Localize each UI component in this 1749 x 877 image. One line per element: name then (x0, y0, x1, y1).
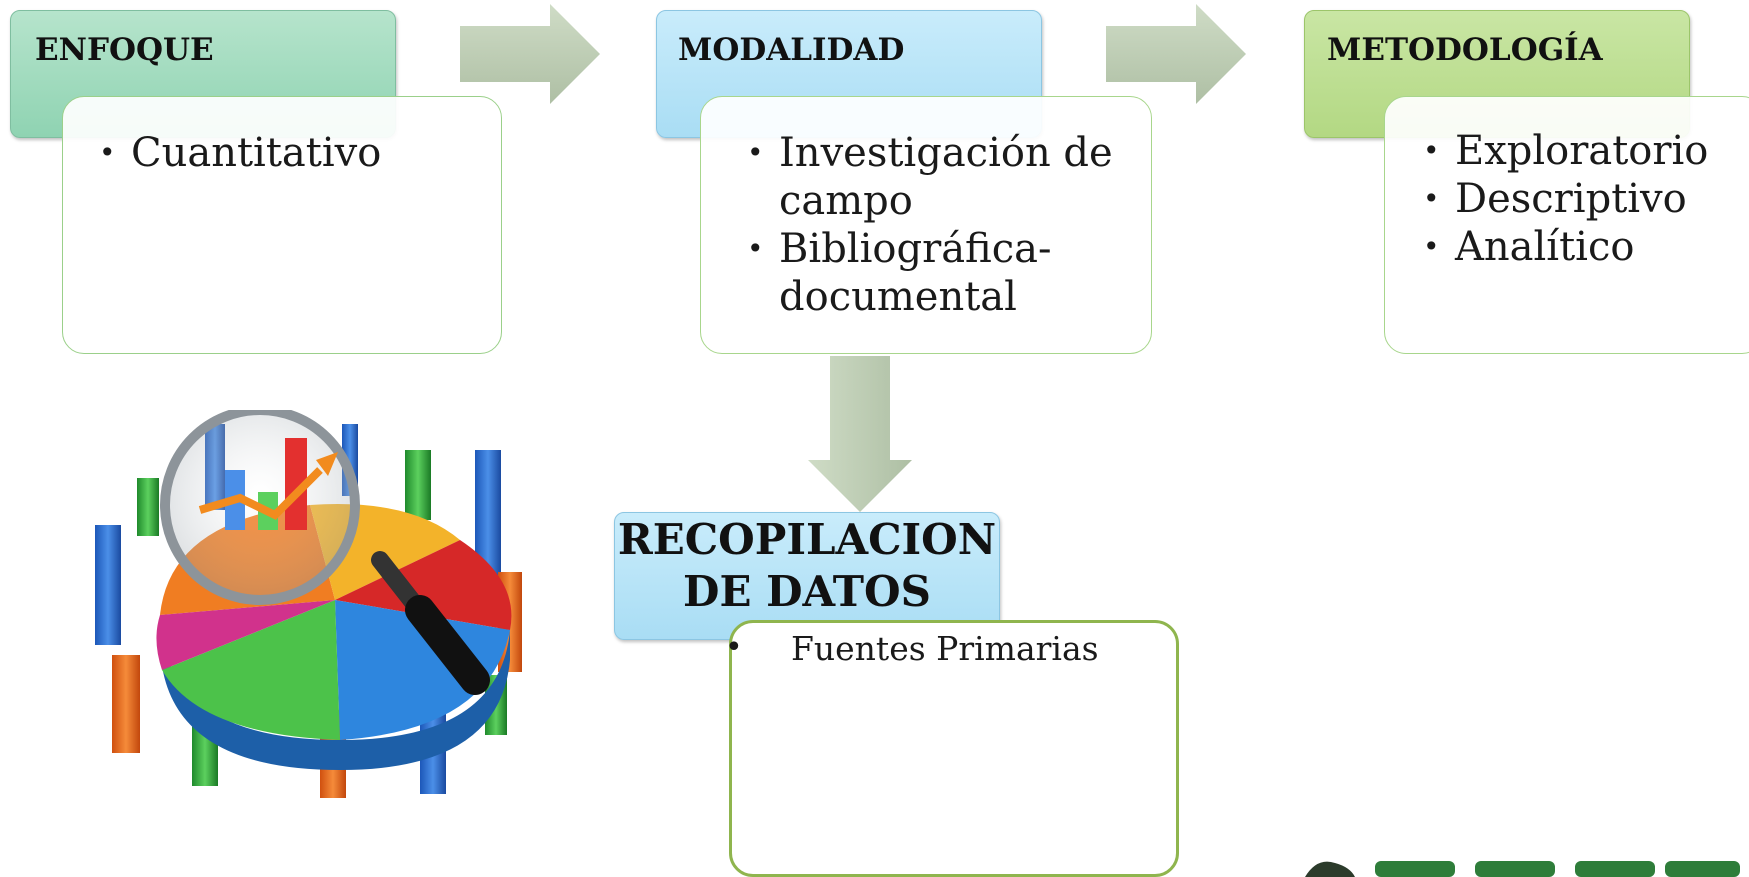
modalidad-title: MODALIDAD (678, 32, 905, 68)
list-item: campo (779, 178, 913, 224)
bar (405, 450, 431, 520)
metodologia-card: •Exploratorio •Descriptivo •Analítico (1384, 96, 1749, 354)
right-arrow-icon (460, 4, 600, 104)
list-item: documental (779, 274, 1017, 320)
metodologia-list: •Exploratorio •Descriptivo •Analítico (1423, 127, 1708, 271)
down-arrow-icon (808, 356, 912, 512)
bar (95, 525, 121, 645)
bar (112, 655, 140, 753)
enfoque-list: •Cuantitativo (99, 129, 381, 177)
list-item: •Cuantitativo (99, 130, 382, 176)
list-item: •Exploratorio (1423, 128, 1709, 174)
list-item: •Investigación de (747, 130, 1113, 176)
trend-arrow (198, 467, 323, 520)
pie-slice (160, 610, 510, 770)
recopilacion-bullet: • (725, 630, 743, 665)
list-item: •Descriptivo (1423, 176, 1687, 222)
pie-slice (162, 600, 340, 740)
bar (285, 438, 307, 530)
pie-slice (335, 600, 510, 740)
bar (137, 478, 159, 536)
pie-slice (335, 540, 512, 630)
chart-magnifier-illustration (95, 410, 522, 798)
modalidad-card: •Investigación de campo •Bibliográfica- … (700, 96, 1152, 354)
logo-fragment (1305, 861, 1740, 877)
recopilacion-card (729, 620, 1179, 877)
enfoque-card: •Cuantitativo (62, 96, 502, 354)
pie-slice (156, 600, 335, 670)
list-item: •Analítico (1423, 224, 1635, 270)
modalidad-list: •Investigación de campo •Bibliográfica- … (747, 129, 1113, 321)
right-arrow-icon (1106, 4, 1246, 104)
recopilacion-item: Fuentes Primarias (791, 629, 1099, 668)
list-item: •Bibliográfica- (747, 226, 1052, 272)
recopilacion-title: RECOPILACION DE DATOS (617, 515, 997, 616)
recopilacion-header (614, 512, 1000, 640)
magnifier-handle (405, 595, 490, 695)
trend-arrow-head (316, 452, 338, 476)
enfoque-title: ENFOQUE (35, 32, 214, 68)
metodologia-title: METODOLOGÍA (1327, 32, 1603, 68)
